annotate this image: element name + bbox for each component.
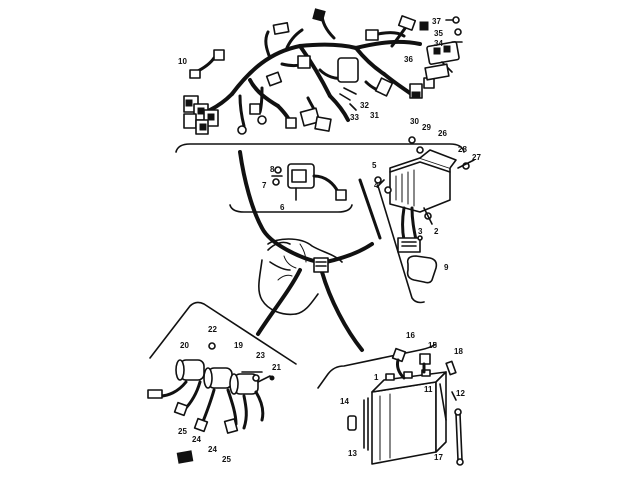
- callout-labels: 1 2 3 4 5 6 7 8 9 10 11 12 13 14 15 16 1…: [178, 17, 481, 464]
- callout-23: 23: [256, 351, 265, 360]
- relay-group-bracket: [229, 204, 353, 213]
- callout-32: 32: [360, 101, 369, 110]
- callout-24-a: 24: [192, 435, 201, 444]
- ignition-coil-group-bracket: [149, 301, 297, 365]
- callout-26: 26: [438, 129, 447, 138]
- harness-subparts: [424, 16, 463, 81]
- callout-35: 35: [434, 29, 443, 38]
- ignition-coil-assembly: [147, 342, 275, 464]
- frame-sketch: [258, 238, 343, 316]
- callout-20: 20: [180, 341, 189, 350]
- relay-assembly: [271, 163, 347, 201]
- leader-wires: [238, 150, 382, 352]
- group-brackets: [149, 143, 465, 389]
- callout-28: 28: [458, 145, 467, 154]
- regulator-assembly: [374, 136, 475, 284]
- callout-16: 16: [406, 331, 415, 340]
- callout-1: 1: [374, 373, 379, 382]
- callout-4: 4: [374, 181, 379, 190]
- main-wire-harness: [183, 8, 435, 135]
- regulator-group-bracket: [377, 179, 425, 304]
- battery-assembly: [347, 347, 464, 466]
- harness-group-bracket: [175, 143, 465, 153]
- callout-7: 7: [262, 181, 267, 190]
- callout-9: 9: [444, 263, 449, 272]
- callout-13: 13: [348, 449, 357, 458]
- callout-36: 36: [404, 55, 413, 64]
- callout-25-b: 25: [222, 455, 231, 464]
- callout-25-a: 25: [178, 427, 187, 436]
- callout-22: 22: [208, 325, 217, 334]
- callout-11: 11: [424, 385, 433, 394]
- callout-18: 18: [454, 347, 463, 356]
- callout-10: 10: [178, 57, 187, 66]
- callout-19: 19: [234, 341, 243, 350]
- callout-27: 27: [472, 153, 481, 162]
- callout-29: 29: [422, 123, 431, 132]
- callout-30: 30: [410, 117, 419, 126]
- callout-5: 5: [372, 161, 377, 170]
- callout-6: 6: [280, 203, 285, 212]
- callout-33: 33: [350, 113, 359, 122]
- callout-2: 2: [434, 227, 439, 236]
- callout-12: 12: [456, 389, 465, 398]
- callout-15: 15: [428, 341, 437, 350]
- callout-14: 14: [340, 397, 349, 406]
- battery-group-bracket: [317, 343, 437, 389]
- callout-21: 21: [272, 363, 281, 372]
- callout-37: 37: [432, 17, 441, 26]
- callout-34: 34: [434, 39, 443, 48]
- callout-8: 8: [270, 165, 275, 174]
- callout-17: 17: [434, 453, 443, 462]
- callout-31: 31: [370, 111, 379, 120]
- callout-3: 3: [418, 227, 423, 236]
- callout-24-b: 24: [208, 445, 217, 454]
